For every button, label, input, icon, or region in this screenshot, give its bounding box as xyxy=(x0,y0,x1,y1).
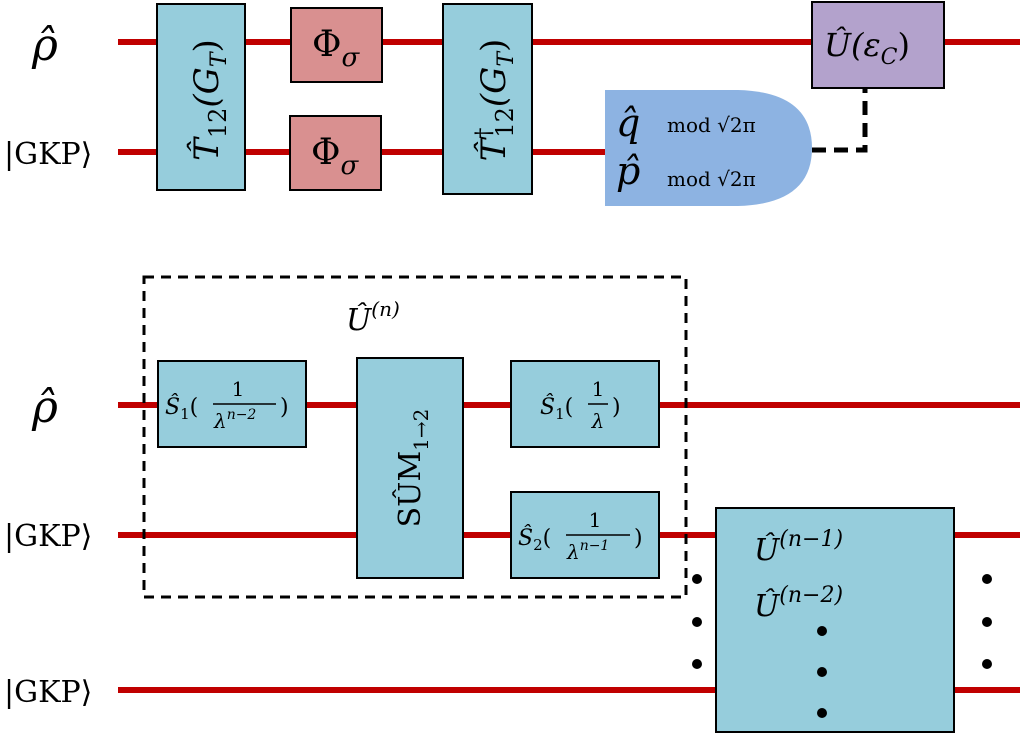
s2-gate-label: Ŝ2( 1 λn−1 ) xyxy=(518,508,643,564)
bottom-circuit: ρ̂ |GKP⟩ |GKP⟩ Û(n) Ŝ1( 1 λn−2 ) SÛM1→2 … xyxy=(4,275,1020,733)
svg-text:1: 1 xyxy=(232,377,245,401)
s1-first-gate-label: Ŝ1( 1 λn−2 ) xyxy=(165,377,289,433)
measure-q: q̂ xyxy=(616,101,640,145)
s1-second-gate xyxy=(510,360,660,448)
svg-text:λ: λ xyxy=(591,409,605,433)
u-eps-gate xyxy=(811,1,945,89)
feedforward-line xyxy=(812,88,868,153)
top-circuit: ρ̂ |GKP⟩ T̂12(GT) Φσ Φσ T̂†12(GT) q̂ mod… xyxy=(4,1,1020,206)
t12-dagger-gate-label: T̂†12(GT) xyxy=(472,39,519,162)
t12-dagger-gate xyxy=(442,3,533,195)
sum-gate xyxy=(356,357,464,579)
measure-p-mod: mod √2π xyxy=(667,167,756,191)
svg-text:): ) xyxy=(634,526,643,551)
phi-gate-bottom xyxy=(289,115,382,191)
s1-second-gate-label: Ŝ1( 1 λ ) xyxy=(540,377,621,433)
svg-text:λn−1: λn−1 xyxy=(566,538,609,564)
rho-label-bottom: ρ̂ xyxy=(31,382,58,433)
gkp2-label-bottom: |GKP⟩ xyxy=(4,675,92,710)
measure-p: p̂ xyxy=(616,149,640,193)
u-n-minus-1-label: Û(n−1) xyxy=(754,527,843,568)
u-n-minus-gate xyxy=(715,507,955,733)
u-n-dashed-box xyxy=(142,275,688,599)
big-gate-vdots xyxy=(817,626,827,718)
svg-text:λn−2: λn−2 xyxy=(213,407,256,433)
sum-gate-label: SÛM1→2 xyxy=(392,409,433,528)
svg-text:Ŝ2(: Ŝ2( xyxy=(518,524,551,554)
left-vdots xyxy=(692,574,702,669)
svg-text:T̂12(GT): T̂12(GT) xyxy=(186,39,232,161)
svg-text:Ŝ1(: Ŝ1( xyxy=(165,393,198,423)
measurement-block xyxy=(605,90,812,206)
u-n-minus-2-label: Û(n−2) xyxy=(754,583,843,624)
right-vdots xyxy=(982,574,992,669)
svg-text:1: 1 xyxy=(589,508,602,532)
phi-gate-top-label: Φσ xyxy=(312,24,361,73)
phi-gate-bottom-label: Φσ xyxy=(311,132,360,181)
svg-text:Ŝ1(: Ŝ1( xyxy=(540,393,573,423)
phi-gate-top xyxy=(290,7,383,83)
rho-label-top: ρ̂ xyxy=(31,20,58,71)
svg-text:1: 1 xyxy=(592,377,605,401)
svg-text:T̂†12(GT): T̂†12(GT) xyxy=(472,39,519,162)
gkp-label-top: |GKP⟩ xyxy=(4,137,92,172)
svg-text:): ) xyxy=(612,395,621,420)
measure-q-mod: mod √2π xyxy=(667,113,756,137)
svg-text:SÛM1→2: SÛM1→2 xyxy=(392,409,433,528)
svg-text:): ) xyxy=(280,395,289,420)
u-n-label: Û(n) xyxy=(346,297,400,338)
t12-gate xyxy=(156,3,246,191)
gkp1-label-bottom: |GKP⟩ xyxy=(4,519,92,554)
u-eps-gate-label: Û(εC) xyxy=(824,26,910,70)
t12-gate-label: T̂12(GT) xyxy=(186,39,232,161)
